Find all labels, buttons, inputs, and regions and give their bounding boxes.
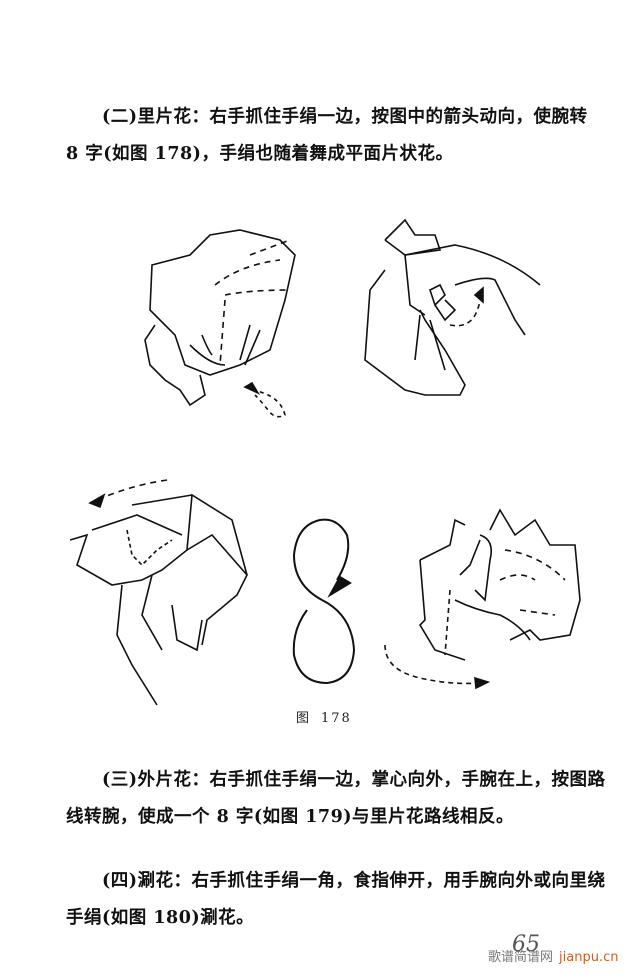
watermark-cn: 歌谱简谱网 — [488, 950, 554, 965]
figure-caption-number: 178 — [321, 711, 352, 726]
figure-panel-bottom-right — [380, 490, 595, 695]
paragraph-text: (三)外片花：右手抓住手绢一边，掌心向外，手腕在上，按图路线转腕，使成一个 8 … — [66, 770, 606, 827]
figure-caption-label: 图 — [296, 711, 312, 726]
page-number: 65 — [512, 932, 540, 957]
flower-handkerchief-illustration — [384, 508, 581, 690]
figure-eight-path-icon — [292, 518, 356, 685]
figure-caption: 图 178 — [296, 707, 362, 726]
paragraph-outer-flower: (三)外片花：右手抓住手绢一边，掌心向外，手腕在上，按图路线转腕，使成一个 8 … — [66, 762, 606, 836]
figure-panel-top-right — [345, 210, 545, 410]
watermark-en: jianpu.cn — [559, 950, 619, 965]
figure-panel-bottom-left — [62, 475, 272, 710]
page-footer: 65 歌谱简谱网 jianpu.cn — [488, 932, 619, 965]
handkerchief-hand-illustration — [144, 229, 296, 418]
wrist-turn-illustration — [69, 479, 248, 706]
figure-panel-figure-eight — [282, 515, 372, 690]
paragraph-text: (四)涮花：右手抓住手绢一角，食指伸开，用手腕向外或向里绕手绢(如图 180)涮… — [66, 871, 606, 928]
hand-turning-illustration — [364, 218, 541, 396]
paragraph-inner-flower: (二)里片花：右手抓住手绢一边，按图中的箭头动向，使腕转 8 字(如图 178)… — [66, 99, 606, 173]
figure-panel-top-left — [130, 215, 330, 420]
paragraph-text: (二)里片花：右手抓住手绢一边，按图中的箭头动向，使腕转 8 字(如图 178)… — [66, 107, 588, 164]
paragraph-swirl-flower: (四)涮花：右手抓住手绢一角，食指伸开，用手腕向外或向里绕手绢(如图 180)涮… — [66, 863, 606, 937]
